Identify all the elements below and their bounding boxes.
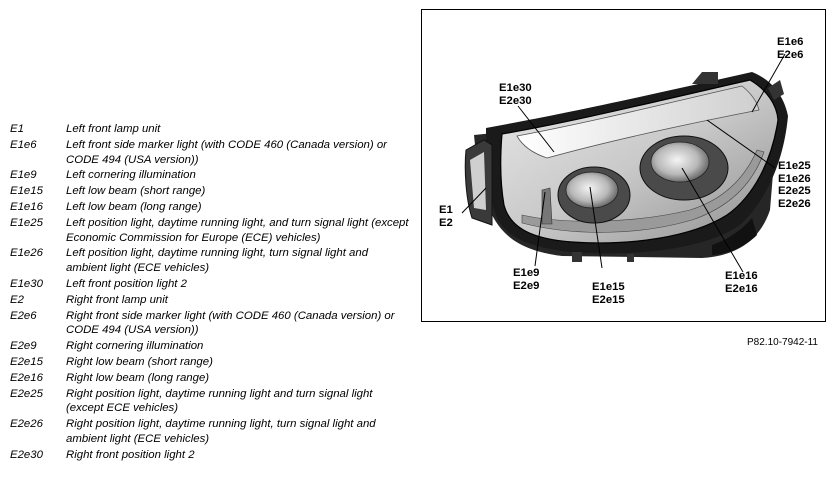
callout-e30: E1e30 E2e30 [499, 82, 532, 107]
legend-row: E1e6 Left front side marker light (with C… [10, 138, 410, 168]
callout-label: E1e6 [777, 36, 804, 48]
legend-code: E2 [10, 293, 24, 306]
callout-label: E1e16 [725, 270, 758, 282]
callout-label: E2e16 [725, 282, 758, 295]
mounting-tab-bottom-2 [627, 254, 634, 262]
legend-row: E2 Right front lamp unit [10, 293, 410, 308]
legend-code: E1e9 [10, 169, 37, 182]
callout-label: E1e25 [778, 160, 811, 172]
legend-code: E2e26 [10, 418, 43, 431]
legend-desc: Right cornering illumination [66, 340, 204, 353]
legend-desc: Left position light, daytime running lig… [66, 216, 409, 244]
legend-row: E1e25 Left position light, daytime runnin… [10, 216, 410, 246]
legend-row: E1e16 Left low beam (long range) [10, 200, 410, 215]
legend-code: E1e26 [10, 247, 43, 260]
callout-e15: E1e15 E2e15 [592, 281, 625, 306]
legend-row: E2e6 Right front side marker light (with … [10, 309, 410, 339]
legend-desc: Right position light, daytime running li… [66, 418, 376, 445]
legend-desc: Left low beam (short range) [66, 185, 206, 198]
callout-label: E2e30 [499, 94, 532, 107]
low-beam-short-lens [565, 171, 619, 209]
legend-desc: Right low beam (long range) [66, 371, 210, 384]
legend-row: E2e15 Right low beam (short range) [10, 355, 410, 370]
callout-e16: E1e16 E2e16 [725, 270, 758, 295]
legend-row: E1e30 Left front position light 2 [10, 277, 410, 292]
legend-code: E1e30 [10, 277, 43, 290]
legend-desc: Right low beam (short range) [66, 355, 213, 368]
legend-desc: Left cornering illumination [66, 169, 196, 182]
callout-label: E2e9 [513, 279, 540, 292]
legend-code: E1e25 [10, 216, 43, 229]
legend-row: E1e15 Left low beam (short range) [10, 184, 410, 199]
legend-desc: Left front side marker light (with CODE … [66, 138, 387, 166]
legend-row: E2e26 Right position light, daytime runni… [10, 417, 410, 447]
legend-code: E1e6 [10, 138, 37, 151]
callout-e9: E1e9 E2e9 [513, 267, 539, 292]
legend-code: E1e15 [10, 185, 43, 198]
callout-label: E1e9 [513, 267, 540, 279]
legend-desc: Right position light, daytime running li… [66, 387, 373, 415]
callout-e1: E1 E2 [439, 204, 453, 229]
callout-label: E1e26 [778, 172, 811, 185]
legend-code: E2e9 [10, 340, 37, 353]
position-strip [521, 149, 765, 233]
legend-row: E2e9 Right cornering illumination [10, 339, 410, 354]
headlamp-drawing [461, 53, 788, 273]
mounting-tab-right [768, 80, 784, 100]
leader-lines [461, 53, 786, 273]
callout-label: E1 [439, 204, 453, 216]
callout-label: E2e6 [777, 48, 804, 61]
callout-e6: E1e6 E2e6 [777, 36, 803, 61]
drl-strip [516, 85, 760, 159]
legend-code: E1e16 [10, 200, 43, 213]
mounting-tab-top [692, 72, 718, 84]
legend-row: E2e25 Right position light, daytime runni… [10, 387, 410, 417]
callout-label: E2 [439, 216, 453, 229]
legend-desc: Right front position light 2 [66, 448, 195, 461]
legend-code: E2e6 [10, 309, 37, 322]
legend-desc: Left front position light 2 [66, 277, 187, 290]
legend-row: E2e16 Right low beam (long range) [10, 371, 410, 386]
legend-row: E1e9 Left cornering illumination [10, 168, 410, 183]
legend-desc: Left position light, daytime running lig… [66, 247, 369, 275]
legend-code: E1 [10, 123, 24, 135]
legend-row: E2e30 Right front position light 2 [10, 448, 410, 463]
callout-label: E2e25 [778, 185, 811, 197]
callout-label: E2e15 [592, 293, 625, 306]
callout-label: E1e30 [499, 82, 532, 94]
legend-code: E2e15 [10, 355, 43, 368]
legend-desc: Left front lamp unit [66, 123, 161, 135]
legend-row: E1 Left front lamp unit [10, 122, 410, 137]
legend-desc: Right front lamp unit [66, 293, 168, 306]
headlamp-figure: E1e6 E2e6 E1e30 E2e30 E1e25 E1e26 E2e25 … [421, 9, 826, 322]
legend-desc: Left low beam (long range) [66, 200, 202, 213]
callout-e25: E1e25 E1e26 E2e25 E2e26 [778, 160, 811, 210]
component-legend: E1 Left front lamp unit E1e6 Left front si… [10, 122, 410, 464]
legend-code: E2e30 [10, 448, 43, 461]
mounting-tab-bottom [572, 252, 582, 262]
callout-label: E1e15 [592, 281, 625, 293]
low-beam-long-lens [650, 141, 710, 183]
figure-reference: P82.10-7942-11 [747, 337, 818, 348]
legend-desc: Right front side marker light (with CODE… [66, 309, 395, 337]
legend-code: E2e25 [10, 387, 43, 400]
legend-row: E1e26 Left position light, daytime runnin… [10, 246, 410, 276]
callout-label: E2e26 [778, 197, 811, 210]
legend-code: E2e16 [10, 371, 43, 384]
